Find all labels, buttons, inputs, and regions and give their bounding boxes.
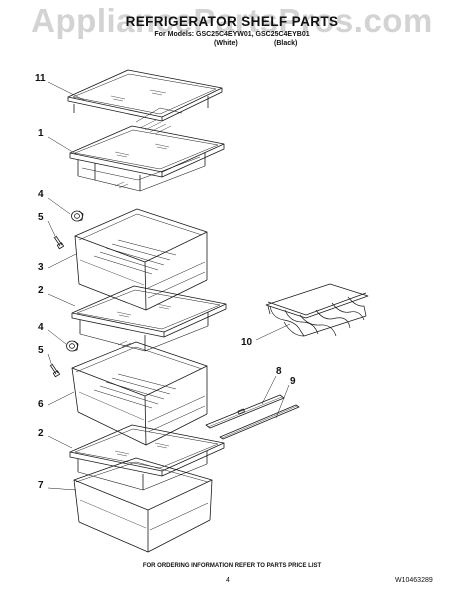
color-label-black: (Black) <box>274 40 298 47</box>
callout-number: 7 <box>38 480 44 491</box>
callout-number: 11 <box>35 73 46 84</box>
callout-number: 2 <box>38 428 44 439</box>
part-4-wheel-lower <box>66 340 79 352</box>
part-10-wine-rack <box>265 283 369 337</box>
document-number: W10463289 <box>395 577 433 584</box>
part-5-screw-lower <box>49 363 60 378</box>
part-11-glass-shelf <box>67 69 223 135</box>
callout-number: 8 <box>276 366 282 377</box>
callout-number: 10 <box>241 337 253 348</box>
ordering-note: FOR ORDERING INFORMATION REFER TO PARTS … <box>142 563 322 569</box>
part-1-shelf <box>69 125 225 192</box>
part-2-crisper-cover-middle <box>71 285 227 352</box>
callout-number: 5 <box>38 212 44 223</box>
callout-number: 2 <box>38 285 44 296</box>
callout-number: 4 <box>38 322 44 333</box>
page-title: REFRIGERATOR SHELF PARTS <box>125 14 339 29</box>
callout-number: 3 <box>38 262 44 273</box>
part-7-pan <box>73 457 213 553</box>
callout-leader-lines <box>47 81 291 491</box>
part-3-crisper-drawer <box>74 208 208 311</box>
watermark-text: AppliancePartsPros.com <box>31 2 433 39</box>
part-5-screw-upper <box>53 235 64 250</box>
part-4-wheel-upper <box>71 210 84 222</box>
part-8-slide-rail <box>205 394 285 429</box>
color-label-white: (White) <box>214 40 238 47</box>
part-9-slide-rail <box>219 404 300 440</box>
part-6-crisper-drawer <box>71 341 208 446</box>
callout-number: 6 <box>38 399 44 410</box>
callout-number: 9 <box>290 376 296 387</box>
page-number: 4 <box>226 577 230 584</box>
callout-number: 5 <box>38 345 44 356</box>
callout-number: 4 <box>38 189 44 200</box>
model-numbers: For Models: GSC25C4EYW01, GSC25C4EYB01 <box>154 31 310 38</box>
callout-number: 1 <box>38 128 44 139</box>
